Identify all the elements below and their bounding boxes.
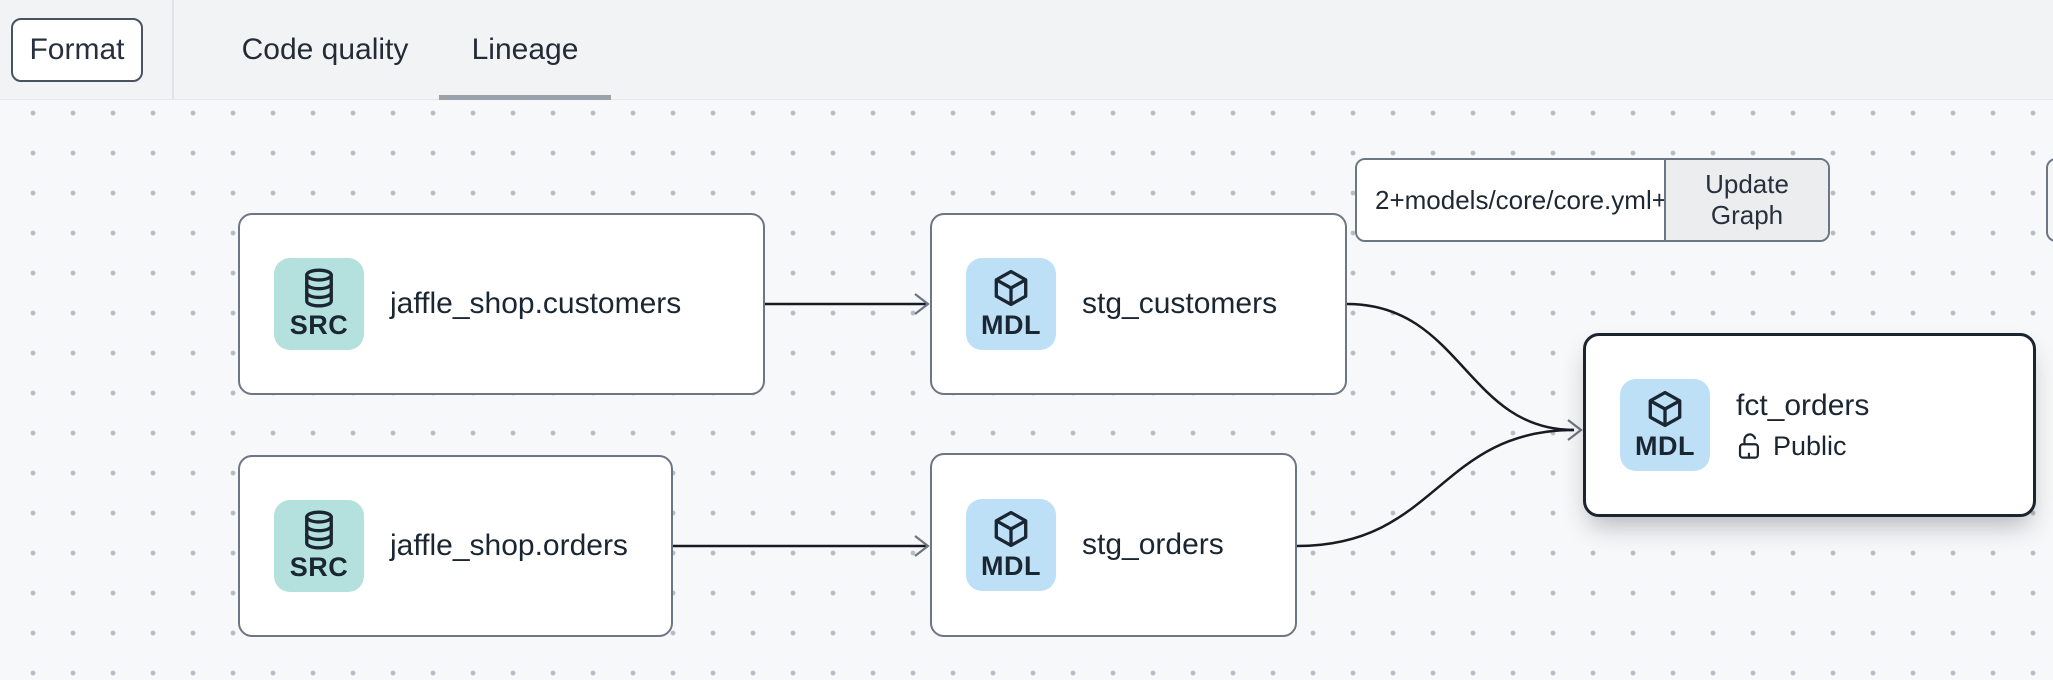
tab-code-quality[interactable]: Code quality [241,33,409,66]
access-row: Public [1736,431,1869,462]
node-stg-orders[interactable]: MDL stg_orders [930,453,1297,637]
node-label: jaffle_shop.orders [390,529,628,562]
cube-icon [994,510,1028,548]
node-jaffle-shop-orders[interactable]: SRC jaffle_shop.orders [238,455,673,637]
node-label: jaffle_shop.customers [390,287,682,320]
model-badge: MDL [1620,379,1710,471]
node-stg-customers[interactable]: MDL stg_customers [930,213,1347,395]
graph-selector-group: Update Graph [1355,158,1830,242]
graph-selector-input[interactable] [1357,160,1664,240]
arrowhead-icon [914,535,930,557]
update-graph-button[interactable]: Update Graph [1664,160,1828,240]
badge-label: MDL [981,551,1041,581]
toolbar: Format Code quality Lineage [0,0,2053,100]
edge-stg-customers-to-fct-orders [1346,302,1575,432]
lineage-canvas[interactable]: SRC jaffle_shop.customers MDL stg_custom… [0,100,2053,680]
source-badge: SRC [274,500,364,592]
model-badge: MDL [966,258,1056,350]
arrowhead-icon [1567,419,1583,441]
format-button[interactable]: Format [11,18,143,82]
database-icon [305,510,333,550]
source-badge: SRC [274,258,364,350]
cube-icon [1648,390,1682,428]
database-icon [305,268,333,308]
access-label: Public [1773,430,1847,461]
node-fct-orders[interactable]: MDL fct_orders Public [1583,333,2036,517]
badge-label: SRC [289,310,349,340]
lineage-edges [673,293,1583,557]
badge-label: MDL [1635,431,1695,461]
badge-label: SRC [289,552,349,582]
node-label: fct_orders [1736,388,1870,422]
toolbar-divider [172,0,174,99]
edge-stg-orders-to-fct-orders [1296,428,1575,548]
lock-open-icon [1738,432,1759,459]
cube-icon [994,269,1028,307]
model-badge: MDL [966,499,1056,591]
node-label: stg_customers [1082,287,1278,320]
tab-lineage[interactable]: Lineage [439,0,611,100]
clipped-control-button[interactable] [2046,158,2053,242]
node-label: stg_orders [1082,528,1224,561]
arrowhead-icon [914,293,930,315]
badge-label: MDL [981,310,1041,340]
node-jaffle-shop-customers[interactable]: SRC jaffle_shop.customers [238,213,765,395]
